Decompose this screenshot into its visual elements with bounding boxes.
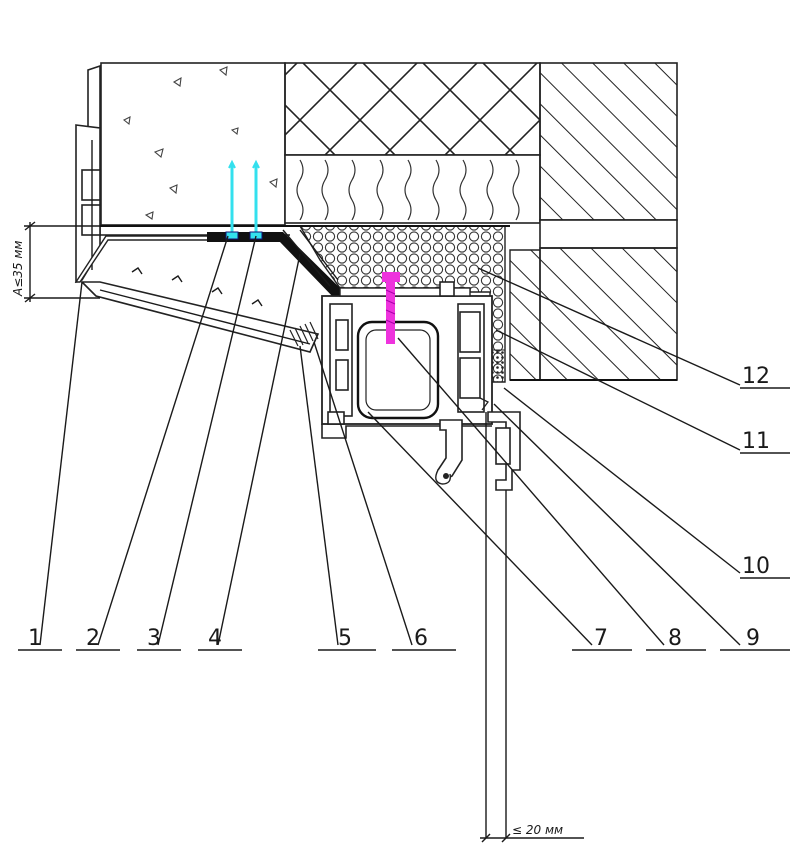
glass-pane — [485, 412, 507, 838]
gap-dimension: ≤ 20 мм — [480, 823, 584, 843]
callout-10: 10 — [742, 554, 770, 579]
brick-wall — [284, 62, 541, 156]
callout-3: 3 — [147, 626, 161, 651]
callout-4: 4 — [208, 626, 222, 651]
callout-6: 6 — [414, 626, 428, 651]
wall-gap — [539, 219, 678, 249]
masonry-upper — [539, 62, 678, 221]
anchor-screw-icon — [225, 159, 263, 240]
height-dim-label: A≤35 мм — [11, 241, 25, 297]
frame-screw-icon — [382, 272, 400, 344]
mounting-plate — [207, 232, 364, 298]
callout-1: 1 — [28, 626, 42, 651]
steel-reinforcement — [356, 320, 440, 420]
height-dimension: A≤35 мм — [11, 221, 100, 303]
callout-underlines — [18, 387, 790, 651]
callout-12: 12 — [742, 364, 770, 389]
callout-9: 9 — [746, 626, 760, 651]
callout-2: 2 — [86, 626, 100, 651]
leader-lines — [39, 235, 741, 646]
callout-8: 8 — [668, 626, 682, 651]
callout-5: 5 — [338, 626, 352, 651]
callout-11: 11 — [742, 429, 770, 454]
gap-dim-label: ≤ 20 мм — [512, 823, 563, 837]
window-frame-profile — [321, 281, 493, 439]
callout-labels: 1 2 3 4 5 6 7 8 9 10 11 12 — [28, 364, 770, 651]
masonry-lower — [539, 247, 678, 381]
concrete-wall — [100, 62, 286, 226]
callout-7: 7 — [594, 626, 608, 651]
insulation-layer — [284, 154, 541, 224]
mounting-foam — [298, 225, 506, 383]
reveal-masonry — [509, 249, 541, 381]
